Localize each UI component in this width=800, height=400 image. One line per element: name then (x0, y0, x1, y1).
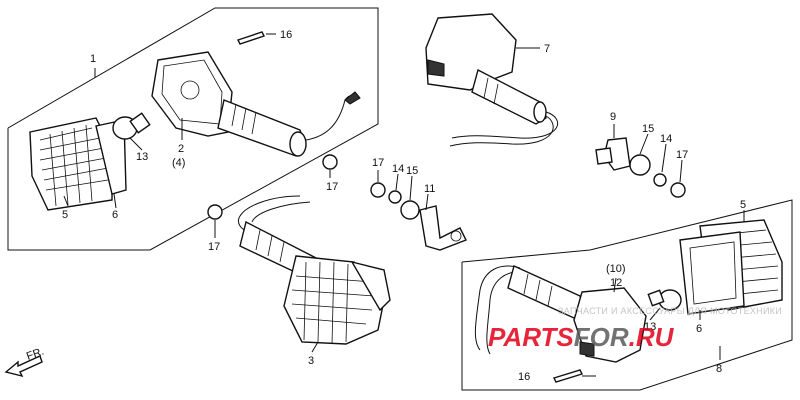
label-17-right: 17 (676, 149, 688, 161)
label-3: 3 (308, 355, 314, 367)
label-16-top: 16 (280, 29, 292, 41)
bracket-11 (419, 205, 467, 251)
front-arrow-icon (4, 355, 43, 378)
nut-17-right (670, 182, 686, 198)
group-box-1 (7, 7, 379, 251)
washer-15-mid (400, 200, 420, 220)
group-box-8 (461, 199, 793, 391)
watermark-brand-for: FOR (574, 322, 629, 352)
label-16-bottom: 16 (518, 371, 530, 383)
watermark: ЗАПЧАСТИ И АКСЕССУАРЫ ДЛЯ МОТОТЕХНИКИ PA… (488, 306, 782, 352)
label-15-right: 15 (642, 123, 654, 135)
watermark-brand-parts: PARTS (488, 322, 574, 352)
label-15-mid: 15 (406, 165, 418, 177)
label-6-right: 6 (696, 323, 702, 335)
housing-right (474, 265, 647, 363)
label-13-right: 13 (644, 321, 656, 333)
housing-left (151, 51, 361, 157)
washer-14-mid (388, 190, 402, 204)
washer-15-right (629, 154, 651, 176)
nut-17-lower (207, 204, 223, 220)
bracket-9 (595, 137, 631, 171)
leader-lines (63, 33, 745, 377)
label-14-right: 14 (660, 133, 672, 145)
label-10: (10) (606, 263, 626, 275)
bulb-left (112, 112, 151, 140)
label-5-right: 5 (740, 199, 746, 211)
gasket-right (679, 231, 745, 315)
screw-16-top (237, 31, 265, 45)
bulb-right (647, 289, 682, 311)
label-5-left: 5 (62, 209, 68, 221)
label-4: (4) (172, 157, 185, 169)
washer-14-right (653, 173, 667, 187)
label-2: 2 (178, 143, 184, 155)
nut-17-top (322, 154, 338, 170)
label-17-lower: 17 (208, 241, 220, 253)
screw-16-bottom (553, 369, 583, 383)
turn-signal-3 (237, 195, 391, 345)
label-14-mid: 14 (392, 163, 404, 175)
label-1: 1 (90, 53, 96, 65)
label-8: 8 (716, 363, 722, 375)
label-17-mid: 17 (372, 157, 384, 169)
watermark-brand-ru: .RU (629, 322, 675, 352)
turn-signal-7 (425, 13, 559, 147)
watermark-brand: PARTSFOR.RU (488, 322, 675, 352)
front-direction-label: FR. (25, 345, 46, 362)
label-17-top: 17 (326, 181, 338, 193)
part-labels: 1 2 (4) 3 5 5 6 6 7 8 9 (10) 11 12 13 13… (62, 29, 746, 383)
label-9: 9 (610, 111, 616, 123)
nut-17-mid (370, 182, 386, 198)
label-11: 11 (424, 183, 435, 195)
watermark-tagline: ЗАПЧАСТИ И АКСЕССУАРЫ ДЛЯ МОТОТЕХНИКИ (558, 306, 782, 316)
label-6-left: 6 (112, 209, 118, 221)
label-13-left: 13 (136, 151, 148, 163)
front-direction-indicator: FR. (4, 345, 46, 378)
lens-front-left (29, 117, 113, 211)
label-7: 7 (544, 43, 550, 55)
label-12: 12 (610, 277, 622, 289)
